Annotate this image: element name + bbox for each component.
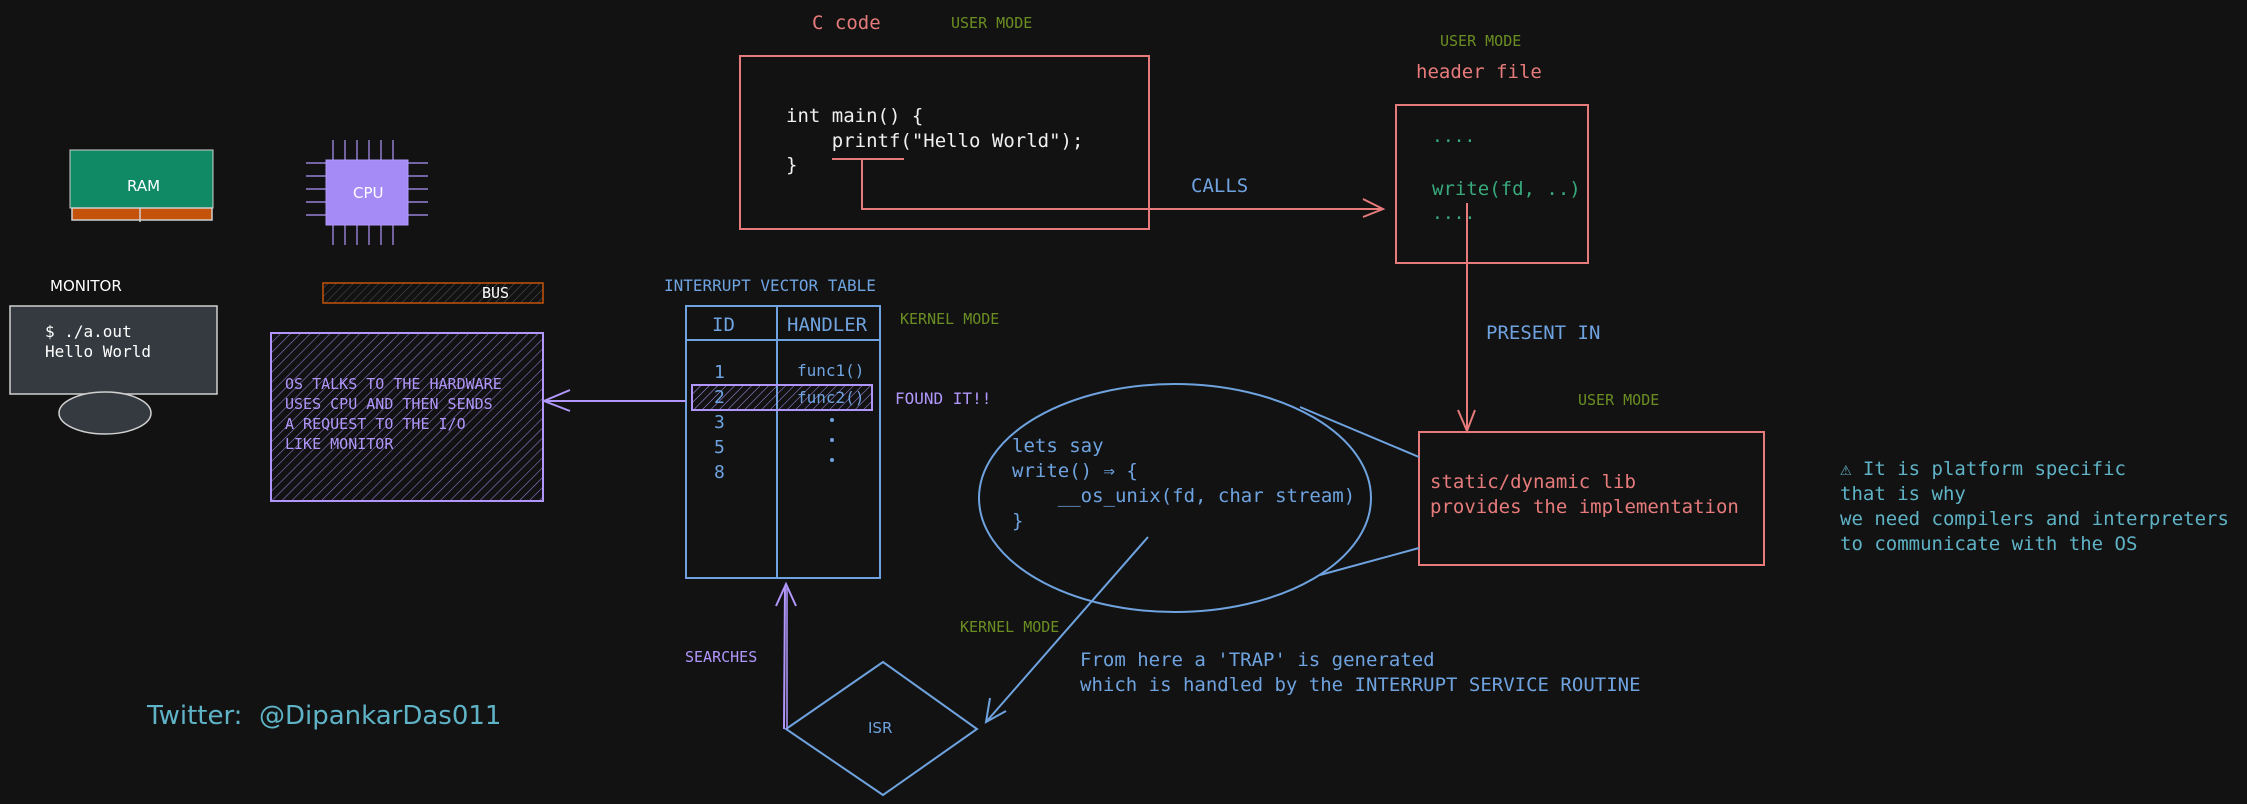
zoom-line-top [1299,406,1420,458]
bus: BUS [322,282,544,304]
ivt-handler-cell: func2() [797,388,864,407]
c-code-block: C code USER MODE int main() { printf("He… [739,12,1150,230]
write-ellipse: lets say write() ⇒ { __os_unix(fd, char … [978,383,1420,613]
ram-body [69,149,214,209]
monitor: MONITOR $ ./a.out Hello World [9,277,218,435]
ivt-title: INTERRUPT VECTOR TABLE [664,276,876,295]
ivt-id-cell: 1 [714,362,725,383]
ellipse-outline [978,383,1372,613]
os-box-line: LIKE MONITOR [285,435,394,453]
bus-bar [322,282,544,304]
calls-label: CALLS [1191,175,1248,197]
searches-label: SEARCHES [685,648,757,666]
c-code-line: printf("Hello World"); [786,130,1083,152]
monitor-screen-line: $ ./a.out [45,322,132,341]
cpu-label: CPU [353,184,384,202]
ivt-id-cell: 2 [714,387,725,408]
trap-note-line: From here a 'TRAP' is generated [1080,649,1435,671]
ivt-to-os-arrow [541,389,686,412]
calls-arrow: CALLS [861,160,1386,218]
lib-line: static/dynamic lib [1430,471,1636,493]
trap-note: From here a 'TRAP' is generated which is… [1080,649,1641,696]
bus-label: BUS [482,284,509,302]
isr-diamond [784,660,979,797]
ram-chip: RAM [69,149,214,222]
c-code-title: C code [812,12,881,34]
note-line: ⚠ It is platform specific [1840,458,2126,480]
twitter-handle: Twitter: @DipankarDas011 [146,701,501,731]
ivt-frame [685,305,881,579]
monitor-screen-line: Hello World [45,342,151,361]
lib-box [1418,431,1765,566]
lib-line: provides the implementation [1430,496,1739,518]
os-box-frame [270,332,544,502]
trap-arrow [984,536,1149,724]
ivt-id-cell: 5 [714,437,725,458]
ivt-id-cell: 3 [714,412,725,433]
c-code-line: int main() { [786,105,923,127]
monitor-stand [58,391,152,435]
monitor-screen [9,305,218,395]
ivt-mode-label: KERNEL MODE [900,310,999,328]
cpu-chip: CPU [306,140,428,245]
ivt-ellipsis-dot [830,418,834,422]
note-line: that is why [1840,483,1966,505]
os-box-line: OS TALKS TO THE HARDWARE [285,375,502,393]
ram-label: RAM [127,177,160,195]
header-line: .... [1432,203,1475,224]
interrupt-vector-table: INTERRUPT VECTOR TABLE KERNEL MODE ID HA… [664,276,999,579]
ellipse-line: write() ⇒ { [1012,460,1138,482]
cpu-pins [306,140,428,245]
c-code-box [739,55,1150,230]
ivt-ellipsis-dot [830,438,834,442]
zoom-line-bottom [1319,547,1420,576]
ivt-ellipsis-dot [830,458,834,462]
header-file-title: header file [1416,61,1542,83]
ellipse-line: } [1012,510,1023,532]
searches-arrow [775,581,797,730]
trap-note-line: which is handled by the INTERRUPT SERVIC… [1080,674,1641,696]
ellipse-line: lets say [1012,435,1104,457]
c-code-line: } [786,154,797,176]
lib-block: USER MODE static/dynamic lib provides th… [1418,391,1765,566]
isr-block: KERNEL MODE ISR SEARCHES [685,618,1059,797]
isr-mode-label: KERNEL MODE [960,618,1059,636]
ellipse-line: __os_unix(fd, char stream) [1012,485,1355,507]
header-file-box [1395,104,1589,264]
header-line: .... [1432,126,1475,147]
isr-label: ISR [868,719,892,737]
note-line: we need compilers and interpreters [1840,508,2229,530]
cpu-body [325,159,409,226]
header-line: write(fd, ..) [1432,178,1581,200]
lib-mode-label: USER MODE [1578,391,1659,409]
monitor-label: MONITOR [50,277,122,295]
found-it-label: FOUND IT!! [895,389,991,408]
header-mode-label: USER MODE [1440,32,1521,50]
ivt-highlight-row [691,384,873,411]
ivt-column-header-id: ID [712,314,735,336]
ram-contacts [71,207,213,221]
platform-note: ⚠ It is platform specific that is why we… [1840,458,2229,555]
os-box: OS TALKS TO THE HARDWARE USES CPU AND TH… [270,332,544,502]
ivt-id-cell: 8 [714,462,725,483]
os-box-line: A REQUEST TO THE I/O [285,415,466,433]
ivt-handler-cell: func1() [797,361,864,380]
header-file-block: USER MODE header file .... write(fd, ..)… [1395,32,1589,264]
c-code-mode-label: USER MODE [951,14,1032,32]
os-box-line: USES CPU AND THEN SENDS [285,395,493,413]
ivt-column-header-handler: HANDLER [787,314,868,336]
note-line: to communicate with the OS [1840,533,2137,555]
present-in-label: PRESENT IN [1486,322,1600,344]
